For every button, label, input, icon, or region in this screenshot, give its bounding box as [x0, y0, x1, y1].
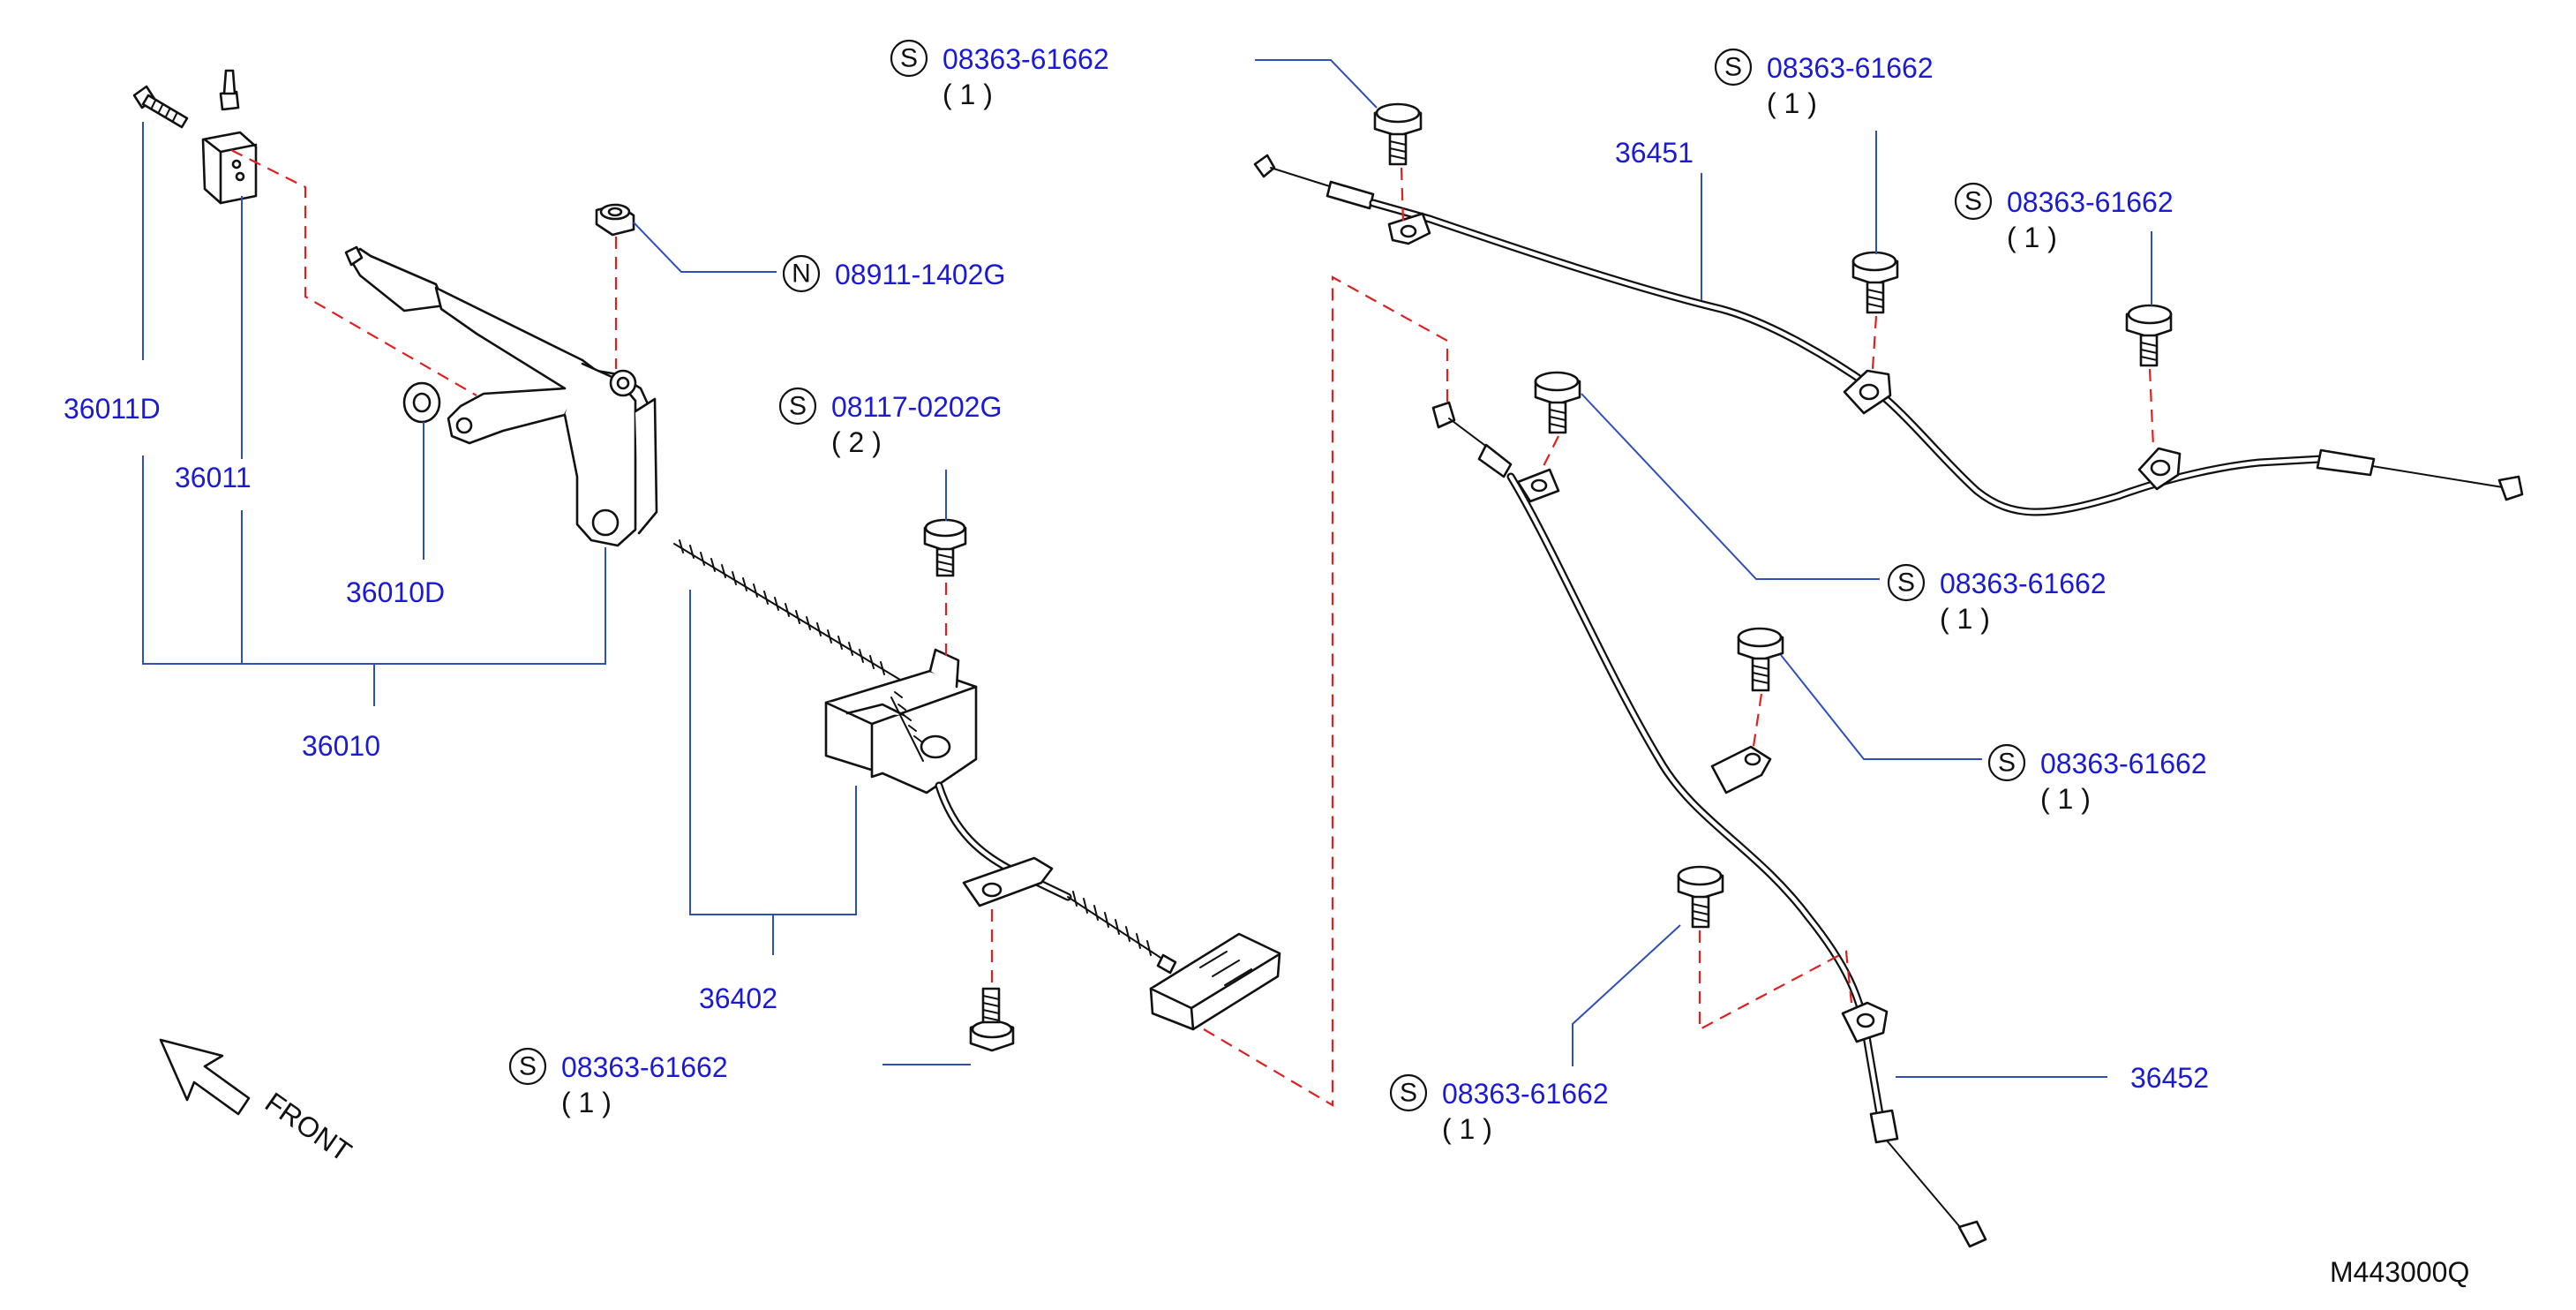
rear-cable-36451 [1253, 154, 2524, 516]
leader-lines [142, 59, 2152, 1078]
callout-c5-qty: ( 2 ) [831, 426, 882, 458]
callout-c7-part: 08363-61662 [1940, 568, 2107, 599]
figure-reference: M443000Q [2330, 1256, 2469, 1288]
bolt-bottom-left [969, 987, 1015, 1052]
alignment-lines [230, 149, 2155, 1107]
front-label: FRONT [259, 1086, 357, 1168]
callout-c2-qty: ( 1 ) [1767, 87, 1817, 119]
callout-c9-qty: ( 1 ) [1442, 1113, 1492, 1145]
callout-c7-code: S [1897, 568, 1915, 598]
callout-c5-part: 08117-0202G [831, 391, 1002, 423]
callout-c5: S 08117-0202G ( 2 ) [778, 387, 1002, 458]
callout-c7-qty: ( 1 ) [1940, 603, 1990, 635]
callout-c1-qty: ( 1 ) [943, 79, 993, 110]
callout-c1: S 08363-61662 ( 1 ) [890, 39, 1109, 110]
label-36402: 36402 [699, 982, 777, 1014]
bolt-top-3 [2125, 304, 2173, 367]
callout-c9-code: S [1400, 1079, 1417, 1108]
callout-c2-part: 08363-61662 [1767, 52, 1934, 84]
label-36451: 36451 [1615, 137, 1694, 169]
callout-c1-part: 08363-61662 [943, 43, 1109, 75]
callout-c5-code: S [789, 392, 807, 421]
callout-c4-part: 08911-1402G [835, 259, 1005, 290]
bolt-bottom-right [1677, 865, 1724, 929]
callout-c3-code: S [1964, 187, 1982, 216]
nut-36010d [402, 381, 441, 424]
callout-c9: S 08363-61662 ( 1 ) [1389, 1073, 1609, 1145]
label-36010d: 36010D [346, 576, 445, 608]
callout-c6-code: S [519, 1052, 537, 1081]
callout-c6-qty: ( 1 ) [561, 1087, 612, 1118]
nut-08911-1402g [595, 203, 635, 237]
callout-c8: S 08363-61662 ( 1 ) [1987, 743, 2207, 815]
callout-c4: N 08911-1402G [782, 254, 1005, 293]
bolt-top-1 [1373, 102, 1423, 166]
callout-c6: S 08363-61662 ( 1 ) [508, 1047, 728, 1118]
bolt-mid-2 [1737, 627, 1784, 692]
lever-assembly-36010 [344, 245, 658, 547]
callout-c8-code: S [1998, 749, 2016, 778]
callout-c1-code: S [900, 44, 918, 73]
label-36010: 36010 [302, 730, 380, 762]
callout-c8-part: 08363-61662 [2040, 748, 2207, 779]
callout-c6-part: 08363-61662 [561, 1051, 728, 1083]
label-36011: 36011 [175, 462, 252, 493]
callout-c2: S 08363-61662 ( 1 ) [1714, 48, 1934, 119]
callout-c4-code: N [792, 260, 811, 289]
callout-c7: S 08363-61662 ( 1 ) [1887, 563, 2107, 635]
bolt-mid-1 [1534, 371, 1581, 434]
bolt-top-2 [1851, 251, 1899, 314]
callout-c3-qty: ( 1 ) [2007, 222, 2057, 253]
callout-c8-qty: ( 1 ) [2040, 783, 2091, 815]
front-cable-36402 [673, 539, 1281, 1031]
callout-c3-part: 08363-61662 [2007, 186, 2174, 218]
callout-c9-part: 08363-61662 [1442, 1078, 1609, 1110]
callout-c3: S 08363-61662 ( 1 ) [1954, 182, 2174, 253]
label-36452: 36452 [2130, 1062, 2209, 1094]
rear-cable-36452 [1431, 401, 1987, 1248]
callout-c2-code: S [1724, 53, 1742, 82]
clip-36011 [201, 69, 258, 205]
label-36011d: 36011D [64, 393, 161, 425]
bolt-08117-0202g [923, 518, 967, 577]
bolt-36011d [132, 85, 189, 129]
front-arrow-icon [159, 1038, 251, 1116]
